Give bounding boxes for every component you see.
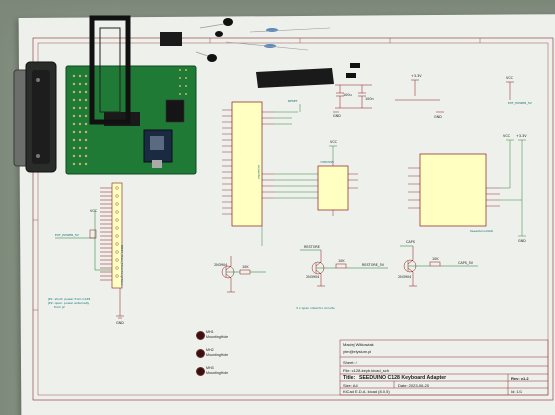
transistors-photo: [195, 18, 360, 78]
dip-socket-photo: [89, 15, 131, 125]
j1-db25-symbol: [100, 182, 123, 289]
reset-label: RESET: [288, 99, 298, 103]
mounting-hole-3: [196, 367, 205, 376]
mh3-value: MountingHole: [206, 371, 229, 375]
q2-transistor: [300, 249, 388, 287]
q2-value: 2N3904: [306, 275, 319, 279]
plus33-label-top: +3.3V: [411, 74, 422, 78]
bus-wires: [261, 104, 318, 246]
mounting-hole-1: [196, 331, 205, 340]
j1-value-label: DB25_Male_MountingHoles: [120, 245, 124, 286]
gnd-label-top: GND: [434, 115, 442, 119]
restore-5v-label: RESTORE_5V: [362, 263, 385, 267]
u1-value-label: expander: [257, 165, 261, 180]
u3-power-wires: [500, 139, 526, 237]
q3-value: 2N3904: [398, 275, 411, 279]
q3-transistor: [400, 245, 478, 287]
jp1-jumper: [55, 210, 112, 271]
vcc-label-u3: VCC: [503, 134, 511, 138]
gnd-symbol-j1: [116, 288, 124, 319]
c2-value: 100n: [365, 97, 374, 101]
gnd-label-u3: GND: [518, 239, 526, 243]
pin-header-small-photo: [160, 32, 182, 46]
power-symbols-top: [395, 79, 514, 113]
r1-value: 10K: [242, 265, 249, 269]
drawing-frame: [32, 37, 554, 401]
vcc-label-u2: VCC: [330, 140, 338, 144]
u2-value-label: 74HC595: [320, 160, 334, 164]
caps-5v-label: CAPS_5V: [458, 261, 474, 265]
green-pcb-photo: [65, 65, 197, 175]
jp-note-3: from J2: [54, 305, 65, 309]
mounting-hole-2: [196, 349, 205, 358]
caps-label: CAPS: [406, 240, 415, 244]
r3-value: 10K: [432, 257, 439, 261]
r2-value: 10K: [338, 259, 345, 263]
mh3-ref: MH3: [206, 366, 214, 370]
restore-label: RESTORE: [304, 245, 320, 249]
ext-power-label-top: EXT_POWER_5V: [508, 101, 533, 105]
open-collector-note: 3 x open collector circuits: [296, 306, 335, 310]
female-header-photo: [256, 68, 334, 88]
vcc-label-top: VCC: [506, 76, 514, 80]
mh1-value: MountingHole: [206, 335, 229, 339]
db25-connector-photo: [13, 61, 57, 173]
c1-value: 100u: [343, 93, 352, 97]
title-block-frame: [339, 339, 549, 396]
q1-value: 2N3904: [214, 263, 227, 267]
mh2-value: MountingHole: [206, 353, 229, 357]
jp-note-2: JP2: open: power externally: [47, 301, 89, 305]
u1-expander-ic: expander: [222, 101, 274, 227]
mh1-ref: MH1: [206, 330, 214, 334]
u2-shift-register-ic: 74HC595: [317, 160, 358, 216]
u3-xiao-module: SeeeduinoXIAO: [408, 153, 500, 233]
vcc-label-jp: VCC: [90, 209, 98, 213]
gnd-label-j1: GND: [116, 321, 124, 325]
capacitor-block: [333, 84, 372, 113]
plus33-label-u3: +3.3V: [516, 134, 527, 138]
u2-power-wire: [329, 145, 337, 160]
jp-note-1: JP1: short: power from C128: [47, 297, 90, 301]
gnd-label-caps: GND: [333, 114, 341, 118]
mh2-ref: MH2: [206, 348, 214, 352]
u3-value-label: SeeeduinoXIAO: [470, 229, 494, 233]
q1-transistor: [221, 256, 266, 293]
ext-power-label: EXT_POWER_5V: [55, 233, 80, 237]
